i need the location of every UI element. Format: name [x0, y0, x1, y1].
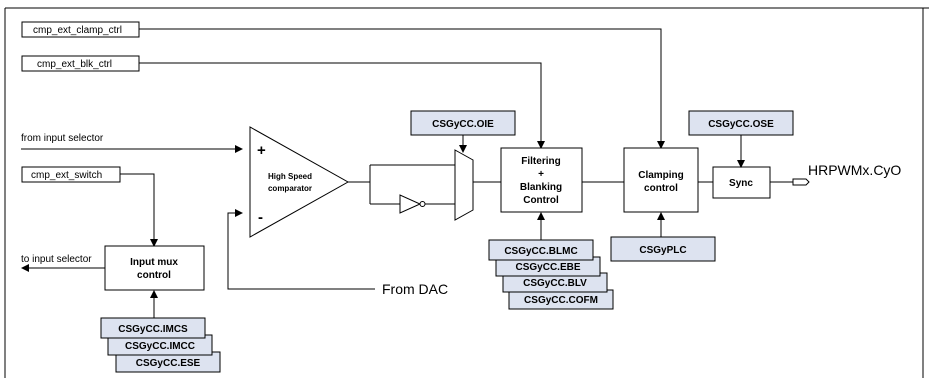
output-invert-mux: [454, 149, 474, 221]
cmp-ext-switch-label: cmp_ext_switch: [31, 170, 102, 181]
comparator-label-line1: High Speed: [268, 172, 312, 181]
hrpwm-output-label: HRPWMx.CyO: [808, 162, 901, 178]
csgycc-oie-register: CSGyCC.OIE: [410, 110, 516, 136]
input-mux-label-line1: Input mux: [130, 257, 178, 268]
minus-sign: -: [258, 209, 263, 226]
filtering-label-line1: Filtering: [521, 156, 560, 167]
input-mux-label-line2: control: [137, 270, 171, 281]
csgycc-ose-register: CSGyCC.OSE: [688, 110, 794, 136]
csgycc-blmc-register: CSGyCC.BLMC: [488, 239, 594, 261]
csgycc-ese-label: CSGyCC.ESE: [136, 358, 201, 369]
blk-ctrl-wire: [139, 62, 545, 149]
mux-register-stack: CSGyCC.ESE CSGyCC.IMCC CSGyCC.IMCS: [100, 317, 221, 373]
inverter-gate: [399, 194, 426, 214]
cmp-ext-blk-ctrl-label: cmp_ext_blk_ctrl: [37, 59, 112, 70]
cmp-ext-switch-box: cmp_ext_switch: [21, 166, 121, 183]
csgycc-ose-label: CSGyCC.OSE: [708, 119, 774, 130]
cmp-ext-clamp-ctrl-label: cmp_ext_clamp_ctrl: [33, 25, 122, 36]
csgyplc-register: CSGyPLC: [610, 236, 716, 262]
sync-label: Sync: [729, 178, 753, 189]
cmp-ext-clamp-ctrl-box: cmp_ext_clamp_ctrl: [21, 21, 140, 38]
csgyplc-label: CSGyPLC: [639, 245, 686, 256]
csgycc-imcs-register: CSGyCC.IMCS: [100, 317, 206, 339]
filtering-label-line2: +: [538, 169, 544, 180]
clamp-ctrl-wire: [139, 28, 665, 149]
clamping-label-line1: Clamping: [638, 170, 684, 181]
from-input-selector-label: from input selector: [21, 133, 104, 144]
filtering-label-line4: Control: [523, 195, 559, 206]
csgycc-ebe-label: CSGyCC.EBE: [515, 262, 580, 273]
csgycc-blv-label: CSGyCC.BLV: [523, 278, 587, 289]
from-dac-label: From DAC: [382, 281, 448, 297]
input-mux-control-block: Input mux control: [104, 245, 205, 291]
filtering-label-line3: Blanking: [520, 182, 562, 193]
csgycc-oie-label: CSGyCC.OIE: [432, 119, 494, 130]
plus-sign: +: [257, 142, 266, 159]
csgycc-blmc-label: CSGyCC.BLMC: [504, 246, 577, 257]
csgycc-cofm-label: CSGyCC.COFM: [524, 295, 598, 306]
filtering-blanking-block: Filtering + Blanking Control: [500, 147, 583, 213]
csgycc-imcc-label: CSGyCC.IMCC: [125, 341, 195, 352]
sync-block: Sync: [712, 166, 771, 199]
to-input-selector-label: to input selector: [21, 254, 92, 265]
cmp-ext-blk-ctrl-box: cmp_ext_blk_ctrl: [21, 55, 140, 72]
csgycc-cofm-register: CSGyCC.COFM: [508, 289, 614, 310]
output-port-connector: [792, 178, 810, 186]
switch-wire: [120, 173, 158, 247]
from-dac-wire: [227, 209, 375, 290]
csgycc-imcs-label: CSGyCC.IMCS: [118, 324, 188, 335]
clamping-label-line2: control: [644, 183, 678, 194]
comparator-label-line2: comparator: [268, 184, 312, 193]
high-speed-comparator: + - High Speed comparator: [249, 126, 350, 238]
filter-register-stack: CSGyCC.COFM CSGyCC.BLV CSGyCC.EBE CSGyCC…: [488, 239, 614, 310]
clamping-control-block: Clamping control: [623, 147, 699, 213]
